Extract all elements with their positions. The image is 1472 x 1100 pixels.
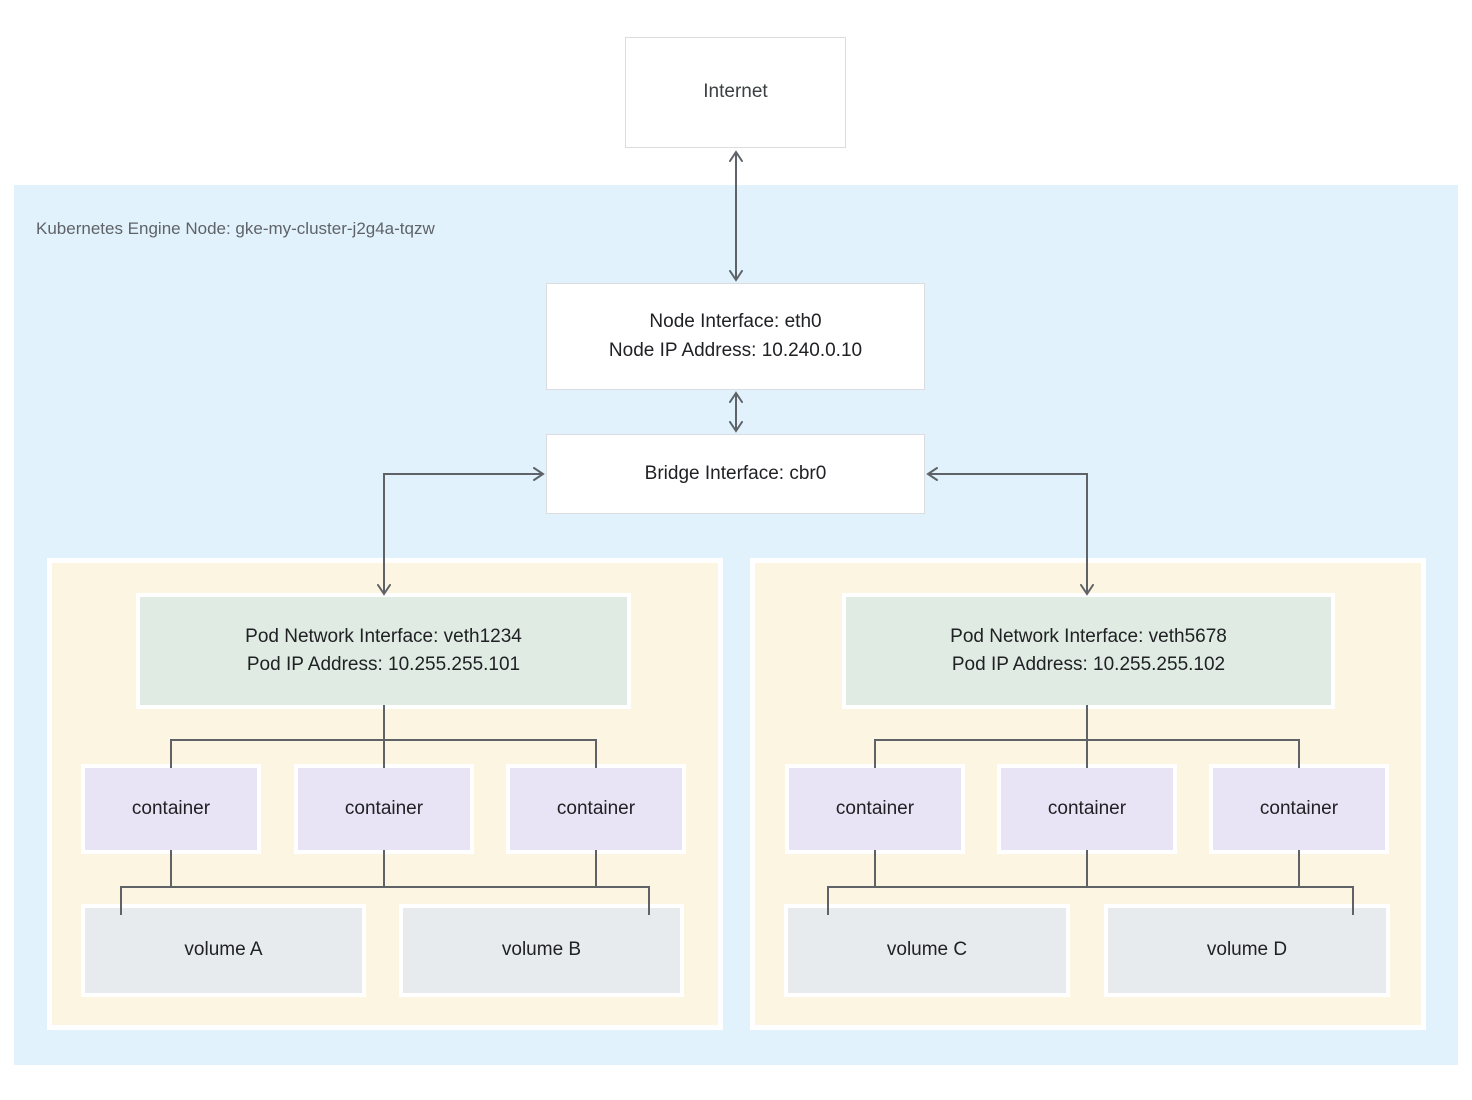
pod2-container-1: container [789,768,961,850]
pod1-interface-line2: Pod IP Address: 10.255.255.101 [246,654,521,675]
pod-box-1: Pod Network Interface: veth1234 Pod IP A… [52,563,718,1025]
pod1-network-interface-box: Pod Network Interface: veth1234 Pod IP A… [140,597,627,705]
pod2-container-2: container [1001,768,1173,850]
node-interface-line2: Node IP Address: 10.240.0.10 [608,339,863,361]
volume-label: volume C [886,939,968,961]
pod1-volume-b: volume B [403,908,680,993]
pod1-volume-a: volume A [85,908,362,993]
pod2-interface-line1: Pod Network Interface: veth5678 [950,625,1227,647]
container-label: container [835,797,915,819]
pod1-container-2: container [298,768,470,850]
pod1-container-1: container [85,768,257,850]
pod1-interface-line1: Pod Network Interface: veth1234 [245,625,522,647]
pod2-volume-d: volume D [1108,908,1386,993]
container-label: container [1047,797,1127,819]
internet-box: Internet [625,37,846,148]
pod-box-2: Pod Network Interface: veth5678 Pod IP A… [755,563,1421,1025]
node-interface-box: Node Interface: eth0 Node IP Address: 10… [546,283,925,390]
pod2-network-interface-box: Pod Network Interface: veth5678 Pod IP A… [846,597,1331,705]
container-label: container [556,797,636,819]
kubernetes-node-region-label: Kubernetes Engine Node: gke-my-cluster-j… [36,219,435,238]
container-label: container [344,797,424,819]
internet-label: Internet [703,81,768,103]
container-label: container [131,797,211,819]
pod2-interface-line2: Pod IP Address: 10.255.255.102 [951,654,1226,675]
pod2-container-3: container [1213,768,1385,850]
bridge-interface-label: Bridge Interface: cbr0 [644,462,827,484]
pod1-container-3: container [510,768,682,850]
bridge-interface-box: Bridge Interface: cbr0 [546,434,925,514]
volume-label: volume D [1206,939,1288,961]
container-label: container [1259,797,1339,819]
volume-label: volume B [501,939,582,961]
node-interface-line1: Node Interface: eth0 [649,311,822,332]
pod2-volume-c: volume C [788,908,1066,993]
volume-label: volume A [184,939,263,961]
